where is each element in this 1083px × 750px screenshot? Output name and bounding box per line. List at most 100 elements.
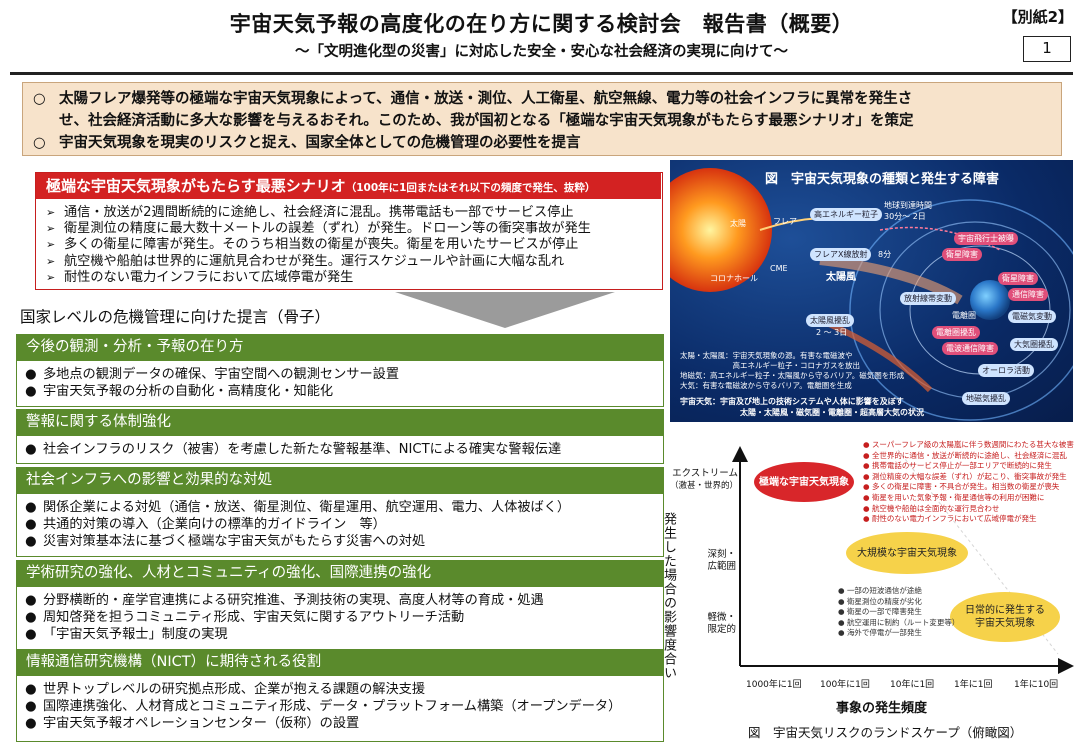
earth-icon <box>970 280 1010 320</box>
bullet-icon: ● <box>863 461 870 471</box>
x-tick-label: 100年に1回 <box>820 680 870 690</box>
list-item: ●災害対策基本法に基づく極端な宇宙天気がもたらす災害への対処 <box>25 534 426 549</box>
risk-landscape-figure: 発生した場合の影響度合い エクストリーム（激甚・世界的） 深刻・広範囲 軽微・限… <box>661 432 1078 750</box>
bullet-icon: ● <box>25 610 37 625</box>
circle-mark-icon: ○ <box>33 91 46 107</box>
section-body-research: ●分野横断的・産学官連携による研究推進、予測技術の実現、高度人材等の育成・処遇 … <box>16 587 664 650</box>
worst-scenario-header: 極端な宇宙天気現象がもたらす最悪シナリオ（100年に1回またはそれ以下の頻度で発… <box>36 173 661 199</box>
bullet-icon: ● <box>25 367 37 382</box>
bullet-icon: ● <box>25 593 37 608</box>
list-item: ● 衛星の一部で障害発生 <box>838 607 922 617</box>
bullet-icon: ● <box>838 628 845 638</box>
bullet-icon: ● <box>25 384 37 399</box>
landscape-caption: 図 宇宙天気リスクのランドスケープ（俯瞰図） <box>748 725 1023 740</box>
section-body-observation: ●多地点の観測データの確保、宇宙空間への観測センサー設置 ●宇宙天気予報の分析の… <box>16 361 664 407</box>
summary-line-1: ○ 太陽フレア爆発等の極端な宇宙天気現象によって、通信・放送・測位、人工衛星、航… <box>33 88 1051 110</box>
arrow-icon: ➢ <box>46 254 56 268</box>
list-item: ● 航空運用に制約（ルート変更等） <box>838 617 960 627</box>
section-header-research: 学術研究の強化、人材とコミュニティの強化、国際連携の強化 <box>16 560 664 587</box>
summary-line-3: ○ 宇宙天気現象を現実のリスクと捉え、国家全体としての危機管理の必要性を提言 <box>33 132 1051 154</box>
list-item: ● 航空機や船舶は全面的な運行見合わせ <box>863 503 1000 513</box>
x-tick-label: 1年に10回 <box>1014 680 1059 690</box>
list-item: ●社会インフラのリスク（被害）を考慮した新たな警報基準、NICTによる確実な警報… <box>25 442 562 457</box>
summary-box: ○ 太陽フレア爆発等の極端な宇宙天気現象によって、通信・放送・測位、人工衛星、航… <box>22 82 1062 156</box>
bullet-icon: ● <box>863 450 870 460</box>
section-body-infrastructure: ●関係企業による対処（通信・放送、衛星測位、衛星運用、航空運用、電力、人体被ばく… <box>16 494 664 557</box>
oval-daily: 日常的に発生する 宇宙天気現象 <box>950 592 1060 642</box>
bullet-icon: ● <box>838 617 845 627</box>
bullet-icon: ● <box>25 627 37 642</box>
bullet-icon: ● <box>838 607 845 617</box>
bullet-icon: ● <box>863 514 870 524</box>
bullet-icon: ● <box>863 492 870 502</box>
list-item: ●世界トップレベルの研究拠点形成、企業が抱える課題の解決支援 <box>25 682 426 697</box>
bullet-icon: ● <box>863 440 870 449</box>
bullet-icon: ● <box>25 682 37 697</box>
y-level-label: エクストリーム（激甚・世界的） <box>669 468 738 491</box>
attachment-label: 【別紙2】 <box>1002 8 1073 26</box>
page-subtitle: ～「文明進化型の災害」に対応した安全・安心な社会経済の実現に向けて～ <box>295 44 788 60</box>
list-item: ●国際連携強化、人材育成とコミュニティ形成、データ・プラットフォーム構築（オープ… <box>25 699 622 714</box>
bullet-icon: ● <box>25 716 37 731</box>
proposal-title: 国家レベルの危機管理に向けた提言（骨子） <box>20 308 331 326</box>
list-item: ● 多くの衛星に障害・不具合が発生。相当数の衛星が喪失 <box>863 482 1060 492</box>
space-weather-illustration <box>670 168 1073 421</box>
list-item: ● 衛星測位の精度が劣化 <box>838 596 922 606</box>
list-item: ● スーパーフレア級の太陽嵐に伴う数週間にわたる甚大な被害 <box>863 440 1074 449</box>
bullet-icon: ● <box>863 471 870 481</box>
bullet-icon: ● <box>25 442 37 457</box>
bullet-icon: ● <box>25 699 37 714</box>
page-title: 宇宙天気予報の高度化の在り方に関する検討会 報告書（概要） <box>229 12 854 36</box>
list-item: ● 一部の短波通信が途絶 <box>838 586 922 595</box>
section-header-nict: 情報通信研究機構（NICT）に期待される役割 <box>16 649 664 676</box>
list-item: ● 海外で停電が一部発生 <box>838 628 922 638</box>
list-item: ●「宇宙天気予報士」制度の実現 <box>25 627 228 642</box>
list-item: ● 測位精度の大幅な誤差（ずれ）が起こり、衝突事故が発生 <box>863 471 1067 481</box>
bullet-icon: ● <box>25 500 37 515</box>
list-item: ● 携帯電話のサービス停止が一部エリアで断続的に発生 <box>863 461 1052 471</box>
list-item: ●周知啓発を担うコミュニティ形成、宇宙天気に関するアウトリーチ活動 <box>25 610 465 625</box>
y-axis-title: 発生した場合の影響度合い <box>661 512 676 680</box>
bullet-icon: ● <box>863 482 870 492</box>
arrow-icon: ➢ <box>46 238 56 252</box>
oval-extreme: 極端な宇宙天気現象 <box>754 462 854 502</box>
bullet-icon: ● <box>838 596 845 606</box>
list-item: ➢多くの衛星に障害が発生。そのうち相当数の衛星が喪失。衛星を用いたサービスが停止 <box>46 237 579 253</box>
list-item: ➢耐性のない電力インフラにおいて広域停電が発生 <box>46 269 354 285</box>
list-item: ●関係企業による対処（通信・放送、衛星測位、衛星運用、航空運用、電力、人体被ばく… <box>25 500 571 515</box>
x-axis-title: 事象の発生頻度 <box>836 701 928 716</box>
section-header-alert: 警報に関する体制強化 <box>16 409 664 436</box>
list-item: ●共通的対策の導入（企業向けの標準的ガイドライン 等） <box>25 517 386 532</box>
list-item: ●分野横断的・産学官連携による研究推進、予測技術の実現、高度人材等の育成・処遇 <box>25 593 544 608</box>
x-tick-label: 1000年に1回 <box>746 680 802 690</box>
x-tick-label: 10年に1回 <box>890 680 935 690</box>
list-item: ● 衛星を用いた気象予報・衛星通信等の利用が困難に <box>863 492 1045 502</box>
section-body-nict: ●世界トップレベルの研究拠点形成、企業が抱える課題の解決支援 ●国際連携強化、人… <box>16 676 664 742</box>
summary-line-2: せ、社会経済活動に多大な影響を与えるおそれ。このため、我が国初となる「極端な宇宙… <box>59 113 914 129</box>
y-level-label: 軽微・限定的 <box>707 612 736 635</box>
list-item: ●多地点の観測データの確保、宇宙空間への観測センサー設置 <box>25 367 400 382</box>
worst-scenario-list: ➢通信・放送が2週間断続的に途絶し、社会経済に混乱。携帯電話も一部でサービス停止… <box>46 205 591 286</box>
space-weather-figure: 図 宇宙天気現象の種類と発生する障害 太陽 フレア 高エネルギー粒子 地球到達時… <box>670 160 1073 422</box>
y-level-label: 深刻・広範囲 <box>707 549 736 572</box>
arrow-icon: ➢ <box>46 222 56 236</box>
list-item: ➢航空機や船舶は世界的に運航見合わせが発生。運行スケジュールや計画に大幅な乱れ <box>46 253 565 269</box>
page-number: 1 <box>1023 36 1071 62</box>
extreme-impact-list: ● スーパーフレア級の太陽嵐に伴う数週間にわたる甚大な被害 ● 全世界的に通信・… <box>863 440 1074 525</box>
section-body-alert: ●社会インフラのリスク（被害）を考慮した新たな警報基準、NICTによる確実な警報… <box>16 436 664 464</box>
list-item: ➢通信・放送が2週間断続的に途絶し、社会経済に混乱。携帯電話も一部でサービス停止 <box>46 205 574 220</box>
bullet-icon: ● <box>25 517 37 532</box>
bullet-icon: ● <box>25 534 37 549</box>
bullet-icon: ● <box>838 586 845 595</box>
list-item: ●宇宙天気予報オペレーションセンター（仮称）の設置 <box>25 716 360 731</box>
list-item: ➢衛星測位の精度に最大数十メートルの誤差（ずれ）が発生。ドローン等の衝突事故が発… <box>46 221 591 237</box>
arrow-icon: ➢ <box>46 206 56 219</box>
list-item: ●宇宙天気予報の分析の自動化・高精度化・知能化 <box>25 384 334 399</box>
bullet-icon: ● <box>863 503 870 513</box>
worst-scenario-box: 極端な宇宙天気現象がもたらす最悪シナリオ（100年に1回またはそれ以下の頻度で発… <box>35 172 663 290</box>
section-header-infrastructure: 社会インフラへの影響と効果的な対処 <box>16 467 664 494</box>
circle-mark-icon: ○ <box>33 135 46 151</box>
arrow-icon: ➢ <box>46 270 56 284</box>
section-header-observation: 今後の観測・分析・予報の在り方 <box>16 334 664 361</box>
list-item: ● 耐性のない電力インフラにおいて広域停電が発生 <box>863 514 1037 524</box>
